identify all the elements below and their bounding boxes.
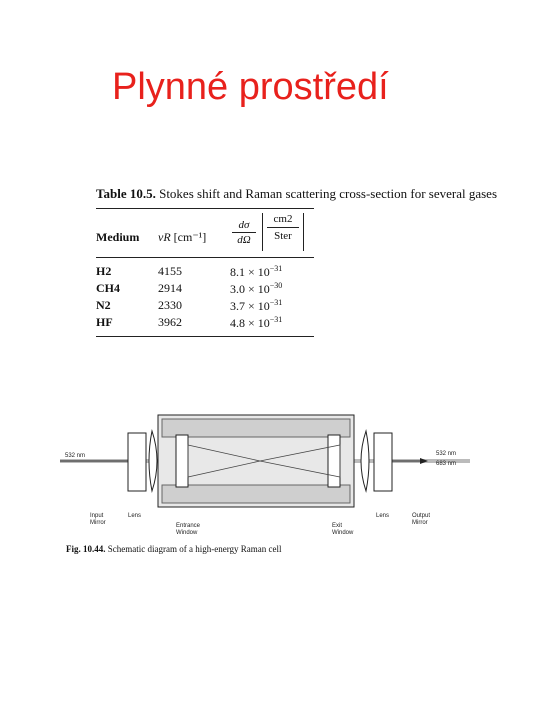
table-header-rule: [96, 257, 314, 258]
row-cross-section-mantissa: 4.8: [230, 316, 245, 330]
row-cross-section-exponent: −30: [269, 281, 283, 290]
lens-right-label: Lens: [376, 513, 389, 519]
exit-window-label-2: Window: [332, 530, 354, 536]
cross-section-fraction: dσ dΩ: [232, 219, 256, 246]
cross-section-denominator: dΩ: [237, 234, 251, 246]
table-caption: Table 10.5. Stokes shift and Raman scatt…: [96, 186, 497, 202]
output-mirror-label-1: Output: [412, 513, 430, 519]
row-cross-section-base: × 10: [245, 265, 270, 279]
row-cross-section-mantissa: 3.0: [230, 282, 245, 296]
row-cross-section: 3.0 × 10−30: [230, 281, 282, 297]
slide-title: Plynné prostředí: [112, 66, 389, 108]
row-shift: 3962: [158, 315, 182, 329]
output-mirror-label-2: Mirror: [412, 520, 428, 526]
figure-caption-text: Schematic diagram of a high-energy Raman…: [107, 544, 282, 554]
row-shift: 2330: [158, 298, 182, 312]
input-wavelength-label: 532 nm: [65, 453, 85, 459]
output-wavelength-label-2: 683 nm: [436, 461, 456, 467]
col-header-medium: Medium: [96, 230, 140, 244]
cross-section-numerator: dσ: [238, 219, 250, 231]
exit-window-label-1: Exit: [332, 523, 342, 529]
output-mirror: [373, 432, 393, 492]
table-top-rule: [96, 208, 314, 209]
row-cross-section-base: × 10: [245, 316, 270, 330]
lens-left-label: Lens: [128, 513, 141, 519]
table-bottom-rule: [96, 336, 314, 337]
row-medium: CH4: [96, 281, 120, 295]
entrance-window-label-2: Window: [176, 530, 198, 536]
row-medium: H2: [96, 264, 112, 278]
cell-flange-top: [161, 418, 351, 438]
table-caption-label: Table 10.5.: [96, 186, 156, 201]
unit-numerator: cm2: [273, 213, 293, 225]
figure-caption-label: Fig. 10.44.: [66, 544, 106, 554]
row-shift: 2914: [158, 281, 182, 295]
raman-cell-diagram: 532 nm 532 nm 683 nm Input Mirror Lens E…: [60, 414, 470, 536]
row-cross-section-base: × 10: [245, 282, 270, 296]
row-cross-section: 3.7 × 10−31: [230, 298, 282, 314]
row-cross-section-mantissa: 3.7: [230, 299, 245, 313]
row-medium: HF: [96, 315, 113, 329]
input-mirror-label-2: Mirror: [90, 520, 106, 526]
entrance-window: [175, 434, 189, 488]
unit-fraction-bar: [267, 227, 299, 228]
input-mirror-label-1: Input: [90, 513, 104, 519]
row-cross-section: 4.8 × 10−31: [230, 315, 282, 331]
row-cross-section-exponent: −31: [269, 315, 283, 324]
focused-beam: [187, 444, 341, 478]
col-header-shift-symbol: νR: [158, 230, 171, 244]
lens-left: [148, 429, 158, 493]
fraction-bar: [232, 232, 256, 233]
entrance-window-label-1: Entrance: [176, 523, 201, 529]
output-arrowhead-icon: [420, 458, 428, 464]
row-cross-section-exponent: −31: [269, 298, 283, 307]
row-cross-section-exponent: −31: [269, 264, 283, 273]
col-header-shift: νR [cm⁻¹]: [158, 230, 206, 245]
cross-section-unit-bracket: cm2 Ster: [262, 213, 304, 251]
row-medium: N2: [96, 298, 111, 312]
figure-caption: Fig. 10.44. Schematic diagram of a high-…: [66, 544, 282, 554]
cell-flange-bottom: [161, 484, 351, 504]
row-cross-section-base: × 10: [245, 299, 270, 313]
row-cross-section: 8.1 × 10−31: [230, 264, 282, 280]
col-header-shift-unit: [cm⁻¹]: [173, 230, 207, 244]
row-shift: 4155: [158, 264, 182, 278]
unit-denominator: Ster: [274, 230, 292, 242]
lens-right: [360, 429, 370, 493]
output-wavelength-label-1: 532 nm: [436, 451, 456, 457]
exit-window: [327, 434, 341, 488]
row-cross-section-mantissa: 8.1: [230, 265, 245, 279]
table-caption-text: Stokes shift and Raman scattering cross-…: [159, 186, 497, 201]
input-mirror: [127, 432, 147, 492]
